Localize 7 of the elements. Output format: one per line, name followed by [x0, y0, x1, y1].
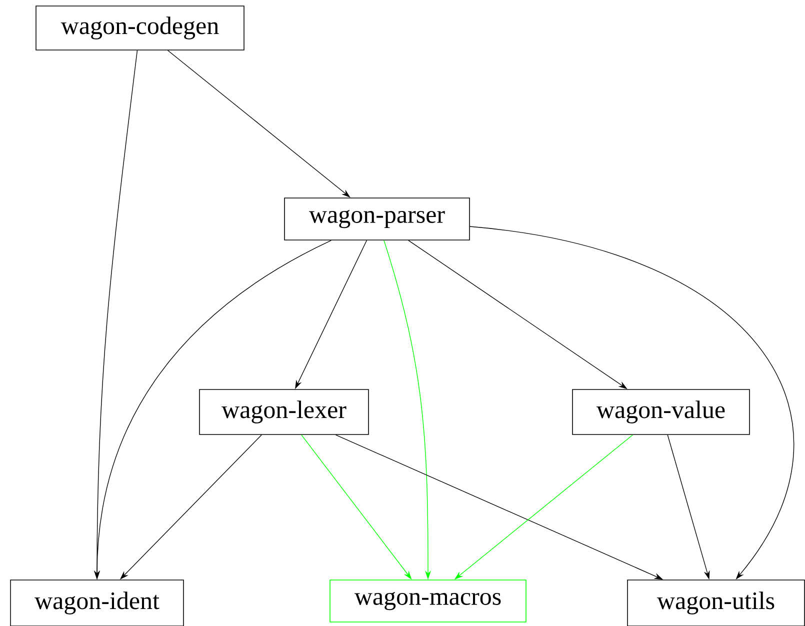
package-box: wagon-utils	[627, 580, 805, 626]
package-box: wagon-ident	[10, 580, 184, 626]
package-box: wagon-macros	[330, 580, 526, 622]
package-box: wagon-lexer	[199, 389, 369, 435]
package-box: wagon-value	[572, 389, 750, 435]
package-box: wagon-codegen	[36, 6, 244, 50]
package-box: wagon-parser	[284, 198, 470, 240]
